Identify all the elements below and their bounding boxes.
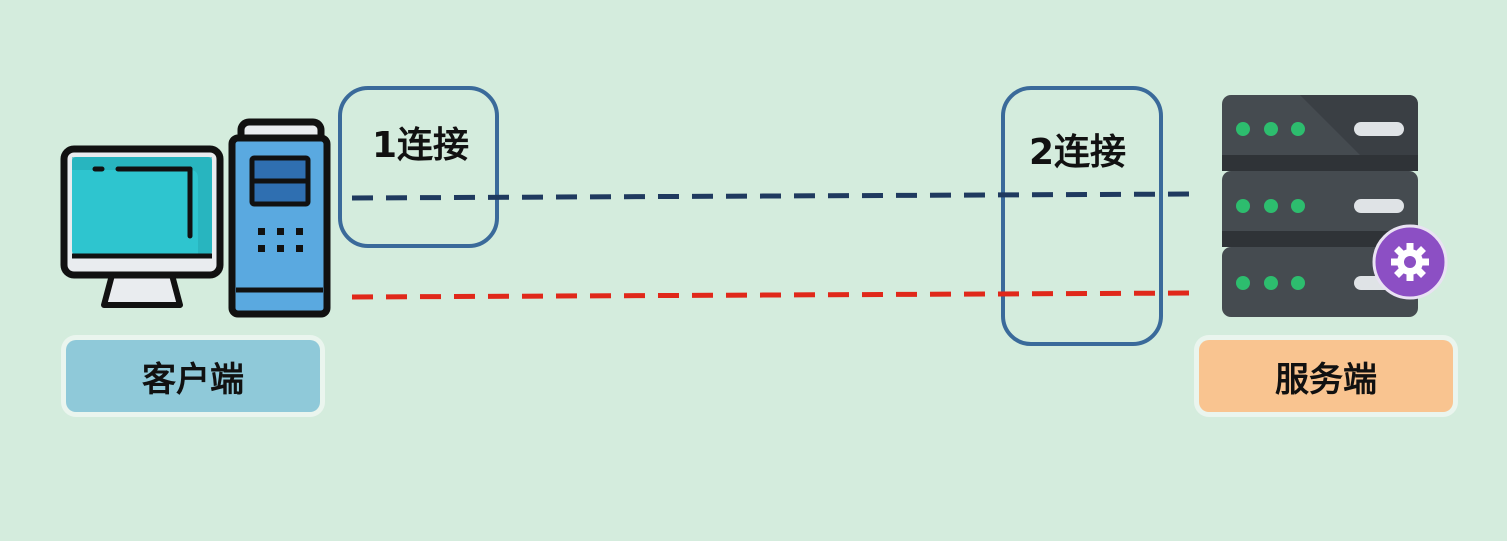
monitor-icon (60, 145, 224, 308)
connection-2-label: 2连接 (1029, 132, 1127, 173)
gear-icon (1372, 224, 1448, 300)
pc-tower-icon (228, 118, 331, 318)
connection-2-box (1001, 86, 1163, 346)
server-rack-icon (1222, 95, 1418, 317)
connection-1-box (338, 86, 499, 248)
client-label: 客户端 (66, 340, 320, 412)
connection-1-label: 1连接 (372, 125, 470, 166)
server-label: 服务端 (1199, 340, 1453, 412)
connection-1-line (351, 191, 1196, 201)
connection-2-line (351, 290, 1199, 300)
